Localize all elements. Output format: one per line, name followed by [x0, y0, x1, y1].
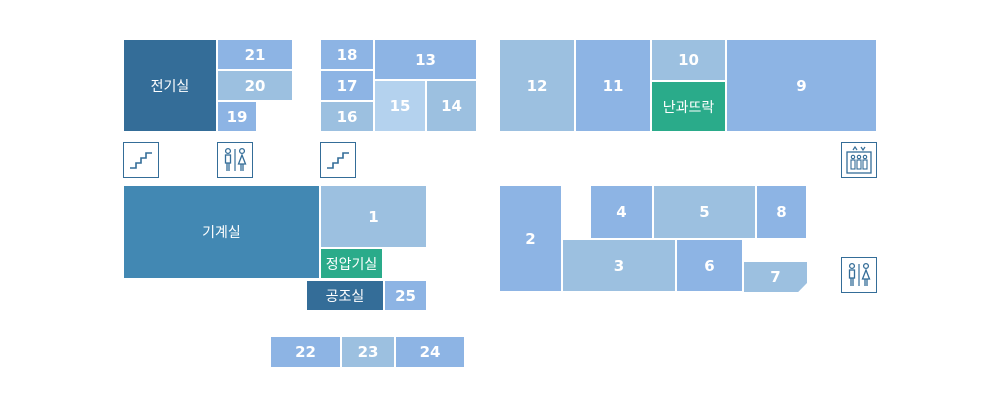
room-label: 16: [336, 107, 358, 126]
room-19[interactable]: 19: [217, 101, 257, 132]
room-label: 22: [295, 343, 316, 361]
room-label: 6: [704, 256, 715, 275]
room-18[interactable]: 18: [320, 39, 374, 70]
room-label: 난과뜨락: [662, 99, 715, 116]
room-label: 21: [244, 45, 266, 64]
room-label: 18: [336, 45, 358, 64]
room-label: 13: [415, 50, 436, 69]
room-label: 19: [226, 107, 248, 126]
room-5[interactable]: 5: [653, 185, 756, 239]
room-label: 정압기실: [325, 256, 378, 273]
elevator-icon: [841, 142, 877, 178]
room-20[interactable]: 20: [217, 70, 293, 101]
room-electric[interactable]: 전기실: [123, 39, 217, 132]
room-14[interactable]: 14: [426, 80, 477, 132]
room-label: 공조실: [325, 288, 365, 305]
room-label: 8: [776, 203, 787, 221]
stairs-icon: [320, 142, 356, 178]
restroom-icon: [841, 257, 877, 293]
room-label: 24: [419, 343, 441, 361]
room-9[interactable]: 9: [726, 39, 877, 132]
restroom-icon: [217, 142, 253, 178]
room-1[interactable]: 1: [320, 185, 427, 248]
room-label: 2: [525, 229, 536, 248]
room-label: 20: [244, 76, 266, 95]
room-label: 11: [602, 76, 624, 95]
room-15[interactable]: 15: [374, 80, 426, 132]
room-13[interactable]: 13: [374, 39, 477, 80]
room-4[interactable]: 4: [590, 185, 653, 239]
room-23[interactable]: 23: [341, 336, 395, 368]
room-label: 23: [357, 343, 379, 361]
room-label: 15: [389, 97, 411, 115]
room-25[interactable]: 25: [384, 280, 427, 311]
room-3[interactable]: 3: [562, 239, 676, 292]
room-22[interactable]: 22: [270, 336, 341, 368]
room-label: 7: [770, 268, 781, 286]
room-24[interactable]: 24: [395, 336, 465, 368]
room-label: 14: [441, 97, 462, 115]
room-label: 10: [678, 51, 699, 69]
room-label: 전기실: [150, 78, 190, 95]
room-16[interactable]: 16: [320, 101, 374, 132]
room-2[interactable]: 2: [499, 185, 562, 292]
room-17[interactable]: 17: [320, 70, 374, 101]
room-label: 3: [613, 256, 625, 275]
room-label: 12: [526, 76, 548, 95]
stairs-icon: [123, 142, 159, 178]
room-machine[interactable]: 기계실: [123, 185, 320, 279]
room-label: 9: [796, 76, 807, 95]
room-10[interactable]: 10: [651, 39, 726, 81]
room-8[interactable]: 8: [756, 185, 807, 239]
room-label: 25: [395, 286, 416, 305]
room-6[interactable]: 6: [676, 239, 743, 292]
room-11[interactable]: 11: [575, 39, 651, 132]
room-label: 17: [336, 76, 358, 95]
room-12[interactable]: 12: [499, 39, 575, 132]
room-label: 1: [368, 207, 379, 226]
room-label: 5: [699, 203, 710, 221]
room-nangwa[interactable]: 난과뜨락: [651, 81, 726, 132]
room-7[interactable]: 7: [744, 262, 807, 292]
room-label: 4: [616, 203, 627, 221]
room-label: 기계실: [202, 225, 241, 241]
room-pressure[interactable]: 정압기실: [320, 248, 383, 279]
room-21[interactable]: 21: [217, 39, 293, 70]
room-aircon[interactable]: 공조실: [306, 280, 384, 311]
